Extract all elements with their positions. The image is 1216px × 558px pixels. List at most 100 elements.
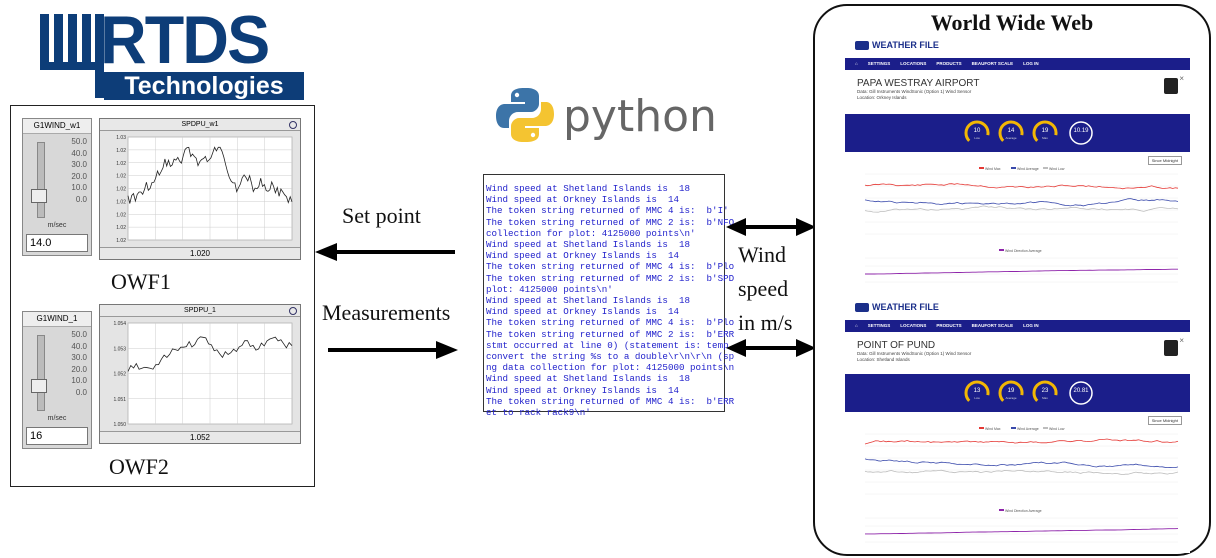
console-line: Wind speed at Orkney Islands is 14 (486, 194, 679, 206)
gauge-label: Low (974, 396, 980, 400)
station-meta-location: Location: Orkney Islands (857, 95, 907, 100)
slider-tick-label: 50.0 (71, 137, 87, 146)
y-tick-label: 1.053 (113, 346, 126, 352)
wind-series-line (864, 469, 1179, 476)
weatherfile-brand: WEATHER FILE (872, 40, 939, 50)
gauge-label: Max (1042, 136, 1048, 140)
console-line: Wind speed at Shetland Islands is 18 (486, 373, 690, 385)
set-point-label: Set point (342, 203, 421, 228)
time-range-dropdown[interactable]: Since Midnight (1147, 156, 1182, 165)
nav-settings[interactable]: SETTINGS (867, 61, 891, 66)
gauge-value: 23 (1041, 388, 1049, 394)
wind-speed-label-line3: in m/s (738, 310, 793, 335)
measurements-label: Measurements (322, 300, 451, 325)
nav-home-icon[interactable]: ⌂ (855, 323, 858, 328)
y-tick-label: 1.02 (116, 187, 126, 193)
chart-legend-label: Wind Average (1017, 167, 1039, 171)
owf1-label: OWF1 (111, 269, 171, 294)
owf2-plot-footer: 1.052 (100, 431, 300, 443)
owf1-slider-track[interactable] (37, 142, 45, 218)
slider-tick-label: 0.0 (75, 387, 87, 397)
direction-value: 20.81 (1073, 388, 1089, 394)
gauge-label: Average (1005, 396, 1017, 400)
nav-products[interactable]: PRODUCTS (936, 61, 962, 66)
wind-direction-gauge: 20.81 (1067, 379, 1095, 407)
console-line: The token string returned of MMC 4 is: b… (486, 261, 735, 273)
owf2-slider-track[interactable] (37, 335, 45, 411)
console-line: The token string returned of MMC 4 is: b… (486, 395, 735, 407)
close-icon[interactable]: × (1179, 336, 1184, 345)
station-name: POINT OF PUND (857, 340, 936, 351)
gauge-label: Low (974, 136, 980, 140)
y-tick-label: 1.03 (116, 135, 126, 141)
wind-series-line (864, 198, 1179, 207)
time-range-dropdown[interactable]: Since Midnight (1147, 416, 1182, 425)
wind-speed-label-line2: speed (738, 276, 789, 301)
nav-log-in[interactable]: LOG IN (1023, 323, 1039, 328)
chart-legend-swatch (979, 427, 984, 429)
owf2-wind-value-input[interactable]: 16 (26, 427, 88, 445)
anemometer-icon (1164, 340, 1178, 356)
owf1-slider-thumb[interactable] (31, 189, 47, 204)
console-line: Wind speed at Shetland Islands is 18 (486, 295, 690, 307)
y-tick-label: 1.02 (116, 238, 126, 244)
console-line: Wind speed at Orkney Islands is 14 (486, 306, 679, 318)
nav-home-icon[interactable]: ⌂ (855, 61, 858, 66)
slider-tick-label: 40.0 (71, 148, 87, 158)
slider-tick-label: 10.0 (71, 183, 87, 192)
close-icon[interactable]: × (1179, 74, 1184, 83)
weatherfile-logo[interactable]: WEATHER FILE (855, 302, 939, 313)
slider-tick-label: 30.0 (71, 160, 87, 169)
console-line: The token string returned of MMC 2 is: b… (486, 272, 735, 284)
gauge-value: 13 (973, 388, 981, 394)
nav-products[interactable]: PRODUCTS (936, 323, 962, 328)
y-tick-label: 1.052 (113, 372, 126, 378)
nav-settings[interactable]: SETTINGS (867, 323, 891, 328)
nav-beaufort-scale[interactable]: BEAUFORT SCALE (971, 61, 1014, 66)
trend-line (127, 146, 293, 204)
weatherfile-logo[interactable]: WEATHER FILE (855, 40, 939, 51)
weatherfile-site-papa-westray: WEATHER FILE ⌂ SETTINGS LOCATIONS PRODUC… (845, 36, 1190, 291)
chart-legend-swatch (1011, 427, 1016, 429)
owf2-slider-thumb[interactable] (31, 379, 47, 394)
weatherfile-nav: ⌂ SETTINGS LOCATIONS PRODUCTS BEAUFORT S… (845, 320, 1190, 332)
rtds-logo-text: RTDS (100, 2, 270, 78)
world-wide-web-panel: World Wide Web WEATHER FILE ⌂ SETTINGS L… (813, 4, 1211, 556)
owf1-plot-menu-icon[interactable] (289, 121, 297, 129)
y-tick-label: 1.02 (116, 225, 126, 231)
slider-tick-label: 30.0 (71, 353, 87, 362)
nav-log-in[interactable]: LOG IN (1023, 61, 1039, 66)
gauge-label: Max (1042, 396, 1048, 400)
y-tick-label: 1.02 (116, 148, 126, 154)
y-tick-label: 1.02 (116, 174, 126, 180)
console-line: The token string returned of MMC 4 is: b… (486, 205, 729, 217)
console-line: The token string returned of MMC 2 is: b… (486, 216, 735, 228)
slider-tick-label: 10.0 (71, 376, 87, 385)
nav-beaufort-scale[interactable]: BEAUFORT SCALE (971, 323, 1014, 328)
slider-tick-label: 50.0 (71, 330, 87, 339)
wind-series-line (864, 458, 1179, 469)
python-logo: python (495, 85, 717, 145)
owf1-wind-value-input[interactable]: 14.0 (26, 234, 88, 252)
slider-tick-label: 20.0 (71, 171, 87, 181)
weatherfile-nav: ⌂ SETTINGS LOCATIONS PRODUCTS BEAUFORT S… (845, 58, 1190, 70)
station-meta-data: Data: Gill Instruments WindSonic (Option… (857, 351, 972, 356)
owf2-plot-menu-icon[interactable] (289, 307, 297, 315)
y-tick-label: 1.02 (116, 161, 126, 167)
gauge-value: 19 (1041, 128, 1049, 134)
chart-legend-swatch (999, 509, 1004, 511)
wind-direction-gauge: 10.19 (1067, 119, 1095, 147)
nav-locations[interactable]: LOCATIONS (900, 61, 927, 66)
nav-locations[interactable]: LOCATIONS (900, 323, 927, 328)
slider-tick-label: 20.0 (71, 364, 87, 374)
console-line: stmt occurred at line 0) (statement is: … (486, 339, 735, 351)
